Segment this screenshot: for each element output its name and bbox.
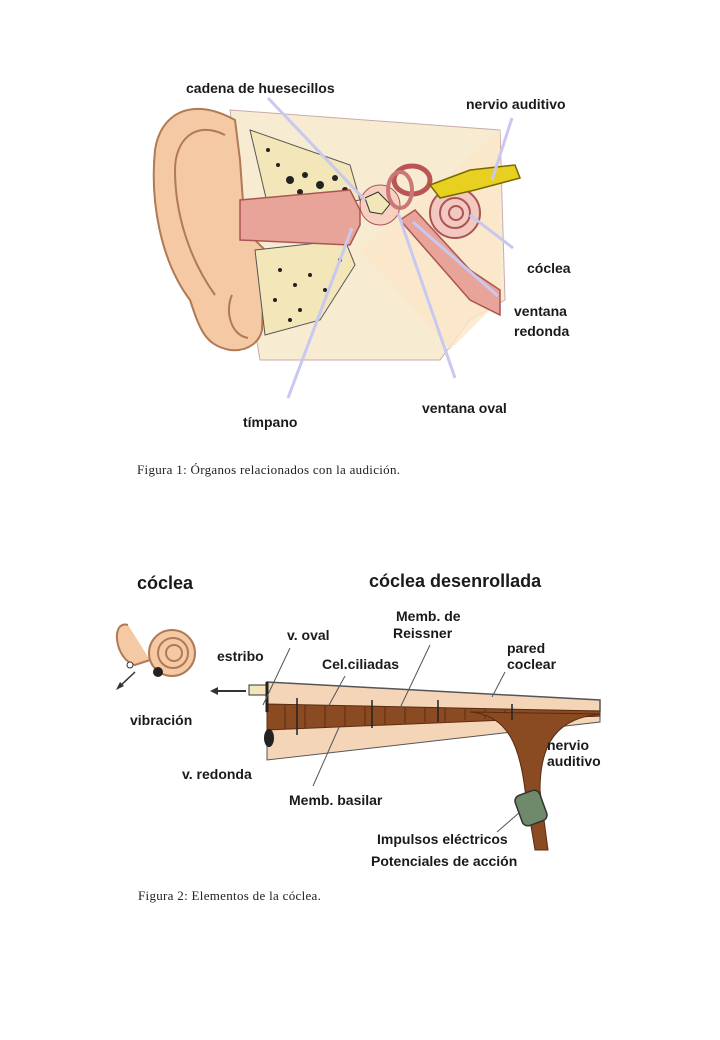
label-round-window-line2: redonda	[514, 323, 570, 339]
membrane-motion-arrows	[296, 698, 513, 735]
nerve-bundle	[469, 711, 601, 851]
label-nerve-line2: auditivo	[547, 753, 601, 769]
label-reissner-line2: Reissner	[393, 625, 453, 641]
figure2-caption: Figura 2: Elementos de la cóclea.	[138, 888, 322, 903]
label-oval-window: ventana oval	[422, 400, 507, 416]
label-vibration: vibración	[130, 712, 193, 728]
basilar-fibers	[284, 705, 506, 729]
label-round-window-line1: ventana	[514, 303, 567, 319]
pointer-lines	[266, 96, 514, 399]
label-impulses: Impulsos eléctricos	[377, 831, 508, 847]
label-eardrum: tímpano	[243, 414, 298, 430]
label-hair-cells: Cel.ciliadas	[322, 656, 400, 672]
figure1-caption: Figura 1: Órganos relacionados con la au…	[137, 462, 401, 477]
coiled-cochlea	[115, 623, 196, 677]
vibration-arrow-head	[116, 682, 124, 690]
cochlea-spiral	[439, 197, 471, 229]
label-basilar: Memb. basilar	[289, 792, 383, 808]
pinna-fold	[173, 129, 226, 296]
round-window	[264, 729, 274, 747]
label-nerve-line1: nervio	[547, 737, 590, 753]
label-auditory-nerve: nervio auditivo	[466, 96, 566, 112]
auditory-nerve	[428, 164, 521, 199]
label-wall-line1: pared	[507, 640, 546, 656]
label-cochlea: cóclea	[527, 260, 571, 276]
label-round: v. redonda	[182, 766, 252, 782]
basilar-membrane	[266, 703, 601, 731]
label-ossicles: cadena de huesecillos	[186, 80, 335, 96]
label-stapes: estribo	[217, 648, 264, 664]
cochlea-core	[448, 205, 464, 221]
ossicles	[364, 191, 391, 215]
label-uncoiled-title: cóclea desenrollada	[369, 571, 542, 591]
label-cochlea-title: cóclea	[137, 573, 194, 593]
earlobe	[228, 294, 249, 339]
stapes-arrow-head	[210, 687, 218, 695]
eustachian-tube	[398, 209, 501, 317]
stapes	[248, 684, 268, 696]
pinna	[152, 107, 267, 352]
label-reissner-line1: Memb. de	[396, 608, 461, 624]
ear-canal	[239, 189, 361, 246]
semicircular-canal-2	[386, 170, 414, 210]
label-oval: v. oval	[287, 627, 330, 643]
figure2-pointer-lines	[262, 644, 521, 833]
label-action-potentials: Potenciales de acción	[371, 853, 518, 869]
label-wall-line2: coclear	[507, 656, 557, 672]
